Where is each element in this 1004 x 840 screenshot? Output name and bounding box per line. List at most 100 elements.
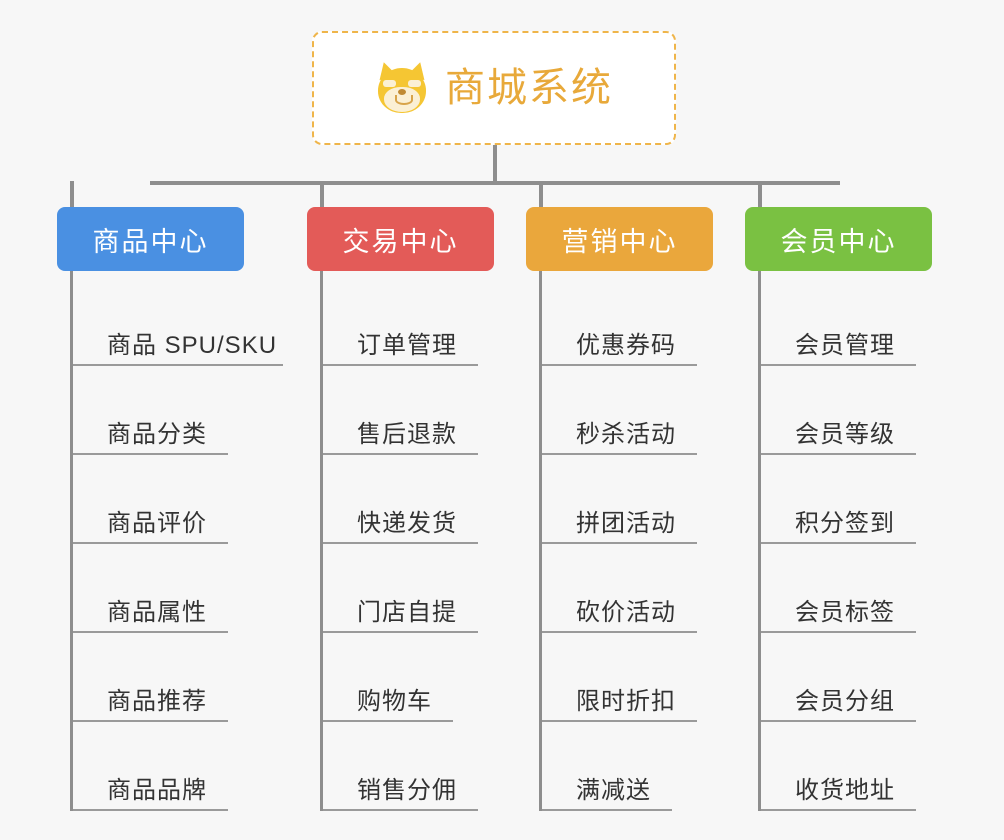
leaf-item-label: 商品推荐 bbox=[107, 688, 207, 715]
leaf-list-member-center: 会员管理会员等级积分签到会员标签会员分组收货地址 bbox=[758, 271, 932, 811]
leaf-item[interactable]: 会员管理 bbox=[761, 277, 932, 366]
leaf-item[interactable]: 优惠券码 bbox=[542, 277, 713, 366]
leaf-item-label: 商品评价 bbox=[107, 510, 207, 537]
leaf-item-rule bbox=[542, 453, 697, 455]
connector-drop-member-center bbox=[758, 181, 762, 208]
leaf-item-rule bbox=[323, 364, 478, 366]
leaf-item-label: 优惠券码 bbox=[576, 332, 676, 359]
root-title: 商城系统 bbox=[445, 66, 613, 110]
leaf-item[interactable]: 购物车 bbox=[323, 633, 494, 722]
leaf-item-label: 积分签到 bbox=[795, 510, 895, 537]
category-header-label: 会员中心 bbox=[780, 226, 897, 257]
leaf-item[interactable]: 限时折扣 bbox=[542, 633, 713, 722]
column-member-center: 会员中心会员管理会员等级积分签到会员标签会员分组收货地址 bbox=[745, 207, 932, 811]
leaf-item[interactable]: 门店自提 bbox=[323, 544, 494, 633]
category-header-member-center[interactable]: 会员中心 bbox=[745, 207, 932, 271]
dog-eye-right-shape bbox=[408, 80, 421, 87]
leaf-item[interactable]: 售后退款 bbox=[323, 366, 494, 455]
leaf-item-label: 商品属性 bbox=[107, 599, 207, 626]
leaf-item[interactable]: 商品推荐 bbox=[73, 633, 277, 722]
leaf-item[interactable]: 商品分类 bbox=[73, 366, 277, 455]
leaf-list-product-center: 商品 SPU/SKU 商品分类商品评价商品属性商品推荐商品品牌 bbox=[70, 271, 283, 811]
category-header-label: 商品中心 bbox=[92, 226, 209, 257]
leaf-item-label: 会员管理 bbox=[795, 332, 895, 359]
leaf-item[interactable]: 快递发货 bbox=[323, 455, 494, 544]
leaf-item-rule bbox=[323, 453, 478, 455]
leaf-item-label: 收货地址 bbox=[795, 777, 895, 804]
leaf-item-rule bbox=[73, 720, 228, 722]
leaf-item-label: 商品 SPU/SKU bbox=[107, 332, 278, 359]
column-trade-center: 交易中心订单管理售后退款快递发货门店自提购物车销售分佣 bbox=[307, 207, 494, 811]
leaf-item-label: 会员等级 bbox=[795, 421, 895, 448]
column-product-center: 商品中心商品 SPU/SKU 商品分类商品评价商品属性商品推荐商品品牌 bbox=[57, 207, 283, 811]
leaf-list-trade-center: 订单管理售后退款快递发货门店自提购物车销售分佣 bbox=[320, 271, 494, 811]
category-header-marketing-center[interactable]: 营销中心 bbox=[526, 207, 713, 271]
leaf-item-rule bbox=[323, 809, 478, 811]
leaf-item[interactable]: 积分签到 bbox=[761, 455, 932, 544]
connector-drop-product-center bbox=[70, 181, 74, 208]
leaf-item[interactable]: 收货地址 bbox=[761, 722, 932, 811]
root-node[interactable]: 商城系统 bbox=[312, 31, 676, 145]
leaf-item-label: 快递发货 bbox=[357, 510, 457, 537]
leaf-item-rule bbox=[73, 453, 228, 455]
leaf-item-label: 门店自提 bbox=[357, 599, 457, 626]
category-header-trade-center[interactable]: 交易中心 bbox=[307, 207, 494, 271]
leaf-item-rule bbox=[761, 631, 916, 633]
leaf-item[interactable]: 秒杀活动 bbox=[542, 366, 713, 455]
leaf-item-rule bbox=[761, 542, 916, 544]
leaf-item-rule bbox=[761, 453, 916, 455]
leaf-item-label: 购物车 bbox=[357, 688, 432, 715]
leaf-item-label: 限时折扣 bbox=[576, 688, 676, 715]
leaf-item[interactable]: 商品属性 bbox=[73, 544, 277, 633]
leaf-item[interactable]: 商品品牌 bbox=[73, 722, 277, 811]
leaf-item-label: 销售分佣 bbox=[357, 777, 457, 804]
leaf-item[interactable]: 会员标签 bbox=[761, 544, 932, 633]
leaf-item-rule bbox=[542, 542, 697, 544]
leaf-item-rule bbox=[73, 809, 228, 811]
leaf-item[interactable]: 拼团活动 bbox=[542, 455, 713, 544]
leaf-item-label: 订单管理 bbox=[357, 332, 457, 359]
leaf-item-rule bbox=[761, 720, 916, 722]
leaf-list-marketing-center: 优惠券码秒杀活动拼团活动砍价活动限时折扣满减送 bbox=[539, 271, 713, 811]
dog-nose-shape bbox=[398, 89, 406, 95]
leaf-item-label: 拼团活动 bbox=[576, 510, 676, 537]
leaf-item[interactable]: 会员分组 bbox=[761, 633, 932, 722]
leaf-item-label: 售后退款 bbox=[357, 421, 457, 448]
leaf-item-rule bbox=[323, 631, 478, 633]
category-header-product-center[interactable]: 商品中心 bbox=[57, 207, 244, 271]
leaf-item-rule bbox=[323, 542, 478, 544]
leaf-item[interactable]: 销售分佣 bbox=[323, 722, 494, 811]
shiba-dog-face-icon bbox=[375, 59, 429, 115]
leaf-item-rule bbox=[761, 364, 916, 366]
leaf-item-label: 会员标签 bbox=[795, 599, 895, 626]
dog-mouth-shape bbox=[395, 95, 413, 105]
leaf-item-label: 会员分组 bbox=[795, 688, 895, 715]
connector-drop-marketing-center bbox=[539, 181, 543, 208]
leaf-item-rule bbox=[542, 720, 697, 722]
leaf-item-rule bbox=[542, 809, 672, 811]
leaf-item-label: 砍价活动 bbox=[576, 599, 676, 626]
category-header-label: 营销中心 bbox=[561, 226, 678, 257]
leaf-item-label: 满减送 bbox=[576, 777, 651, 804]
leaf-item[interactable]: 订单管理 bbox=[323, 277, 494, 366]
leaf-item-rule bbox=[761, 809, 916, 811]
leaf-item[interactable]: 砍价活动 bbox=[542, 544, 713, 633]
leaf-item-rule bbox=[323, 720, 453, 722]
leaf-item-rule bbox=[542, 631, 697, 633]
leaf-item-label: 商品品牌 bbox=[107, 777, 207, 804]
leaf-item[interactable]: 会员等级 bbox=[761, 366, 932, 455]
leaf-item[interactable]: 满减送 bbox=[542, 722, 713, 811]
leaf-item[interactable]: 商品 SPU/SKU bbox=[73, 277, 283, 366]
dog-eye-left-shape bbox=[383, 80, 396, 87]
connector-root-stem bbox=[493, 145, 497, 183]
column-marketing-center: 营销中心优惠券码秒杀活动拼团活动砍价活动限时折扣满减送 bbox=[526, 207, 713, 811]
leaf-item-rule bbox=[73, 542, 228, 544]
leaf-item-label: 秒杀活动 bbox=[576, 421, 676, 448]
leaf-item[interactable]: 商品评价 bbox=[73, 455, 277, 544]
connector-horizontal-bus bbox=[150, 181, 840, 185]
leaf-item-rule bbox=[73, 364, 283, 366]
leaf-item-label: 商品分类 bbox=[107, 421, 207, 448]
leaf-item-rule bbox=[73, 631, 228, 633]
connector-drop-trade-center bbox=[320, 181, 324, 208]
